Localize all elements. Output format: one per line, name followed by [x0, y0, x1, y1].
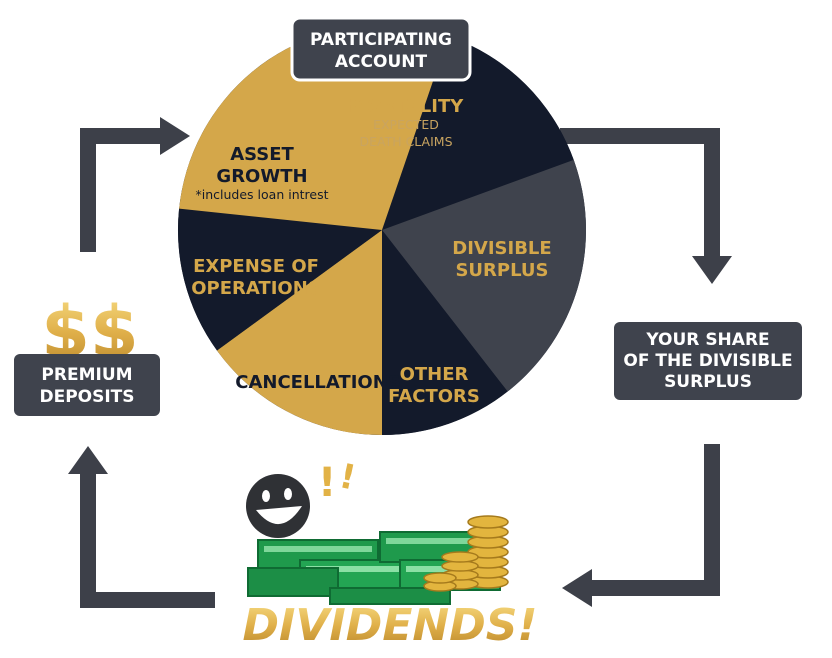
smiley-face-icon	[246, 474, 310, 538]
exclamation-icon: !	[318, 460, 336, 506]
pie-label-asset-growth-sub1: *includes loan intrest	[196, 187, 329, 202]
pie-label-cancellations-title1: CANCELLATIONS	[235, 372, 401, 393]
pie-slice-mortality	[382, 36, 574, 230]
arrow-pie-to-share	[560, 128, 720, 262]
pie-slice-expense-of-operations	[178, 208, 382, 351]
dividends-illustration: ! !	[240, 456, 540, 653]
pie-slice-cancellations	[216, 230, 382, 435]
pie-label-asset-growth-title1: ASSET	[230, 144, 294, 165]
pie-label-other-factors-title2: FACTORS	[388, 386, 480, 407]
premium-line1: PREMIUM	[41, 365, 132, 385]
your-share-line3: SURPLUS	[664, 372, 752, 392]
participating-account-line2: ACCOUNT	[335, 52, 428, 72]
pie-label-divisible-surplus-title2: SURPLUS	[455, 260, 548, 281]
pie-label-other-factors-title1: OTHER	[400, 364, 469, 385]
pie-label-mortality-title1: MORTALITY	[349, 96, 465, 117]
exclamation-icon-small: !	[336, 456, 359, 498]
pie-label-mortality-sub2: DEATH CLAIMS	[359, 134, 452, 149]
pie-label-mortality-sub1: EXPECTED	[373, 117, 439, 132]
arrow-dividends-to-premium	[80, 468, 215, 608]
arrowhead-down-icon	[692, 256, 732, 284]
arrow-share-to-dividends	[586, 444, 720, 596]
flow-arrows	[80, 128, 720, 608]
your-share-line1: YOUR SHARE	[645, 330, 769, 350]
your-share-line2: OF THE DIVISIBLE	[623, 351, 792, 371]
pie-label-expense-of-operations-title2: OPERATIONS	[191, 278, 321, 299]
dividends-title: DIVIDENDS!	[242, 600, 537, 651]
pie-slice-other-factors	[382, 230, 508, 435]
participating-account-line1: PARTICIPATING	[310, 30, 452, 50]
coin-stacks-icon	[423, 515, 509, 592]
participating-account-label: PARTICIPATING ACCOUNT	[290, 16, 472, 82]
pie-label-expense-of-operations-title1: EXPENSE OF	[193, 256, 319, 277]
arrowhead-up-icon	[68, 446, 108, 474]
your-share-box: YOUR SHARE OF THE DIVISIBLE SURPLUS	[614, 322, 802, 400]
pie-label-divisible-surplus-title1: DIVISIBLE	[452, 238, 551, 259]
premium-line2: DEPOSITS	[39, 387, 134, 407]
pie-slice-divisible-surplus	[382, 159, 586, 392]
arrowhead-left-icon	[562, 569, 592, 607]
pie-label-asset-growth-title2: GROWTH	[216, 166, 307, 187]
arrowhead-right-icon	[160, 117, 190, 155]
arrow-premium-to-pie	[80, 128, 166, 252]
premium-deposits: $$ PREMIUM DEPOSITS	[14, 290, 160, 416]
arrow-heads	[68, 117, 732, 607]
